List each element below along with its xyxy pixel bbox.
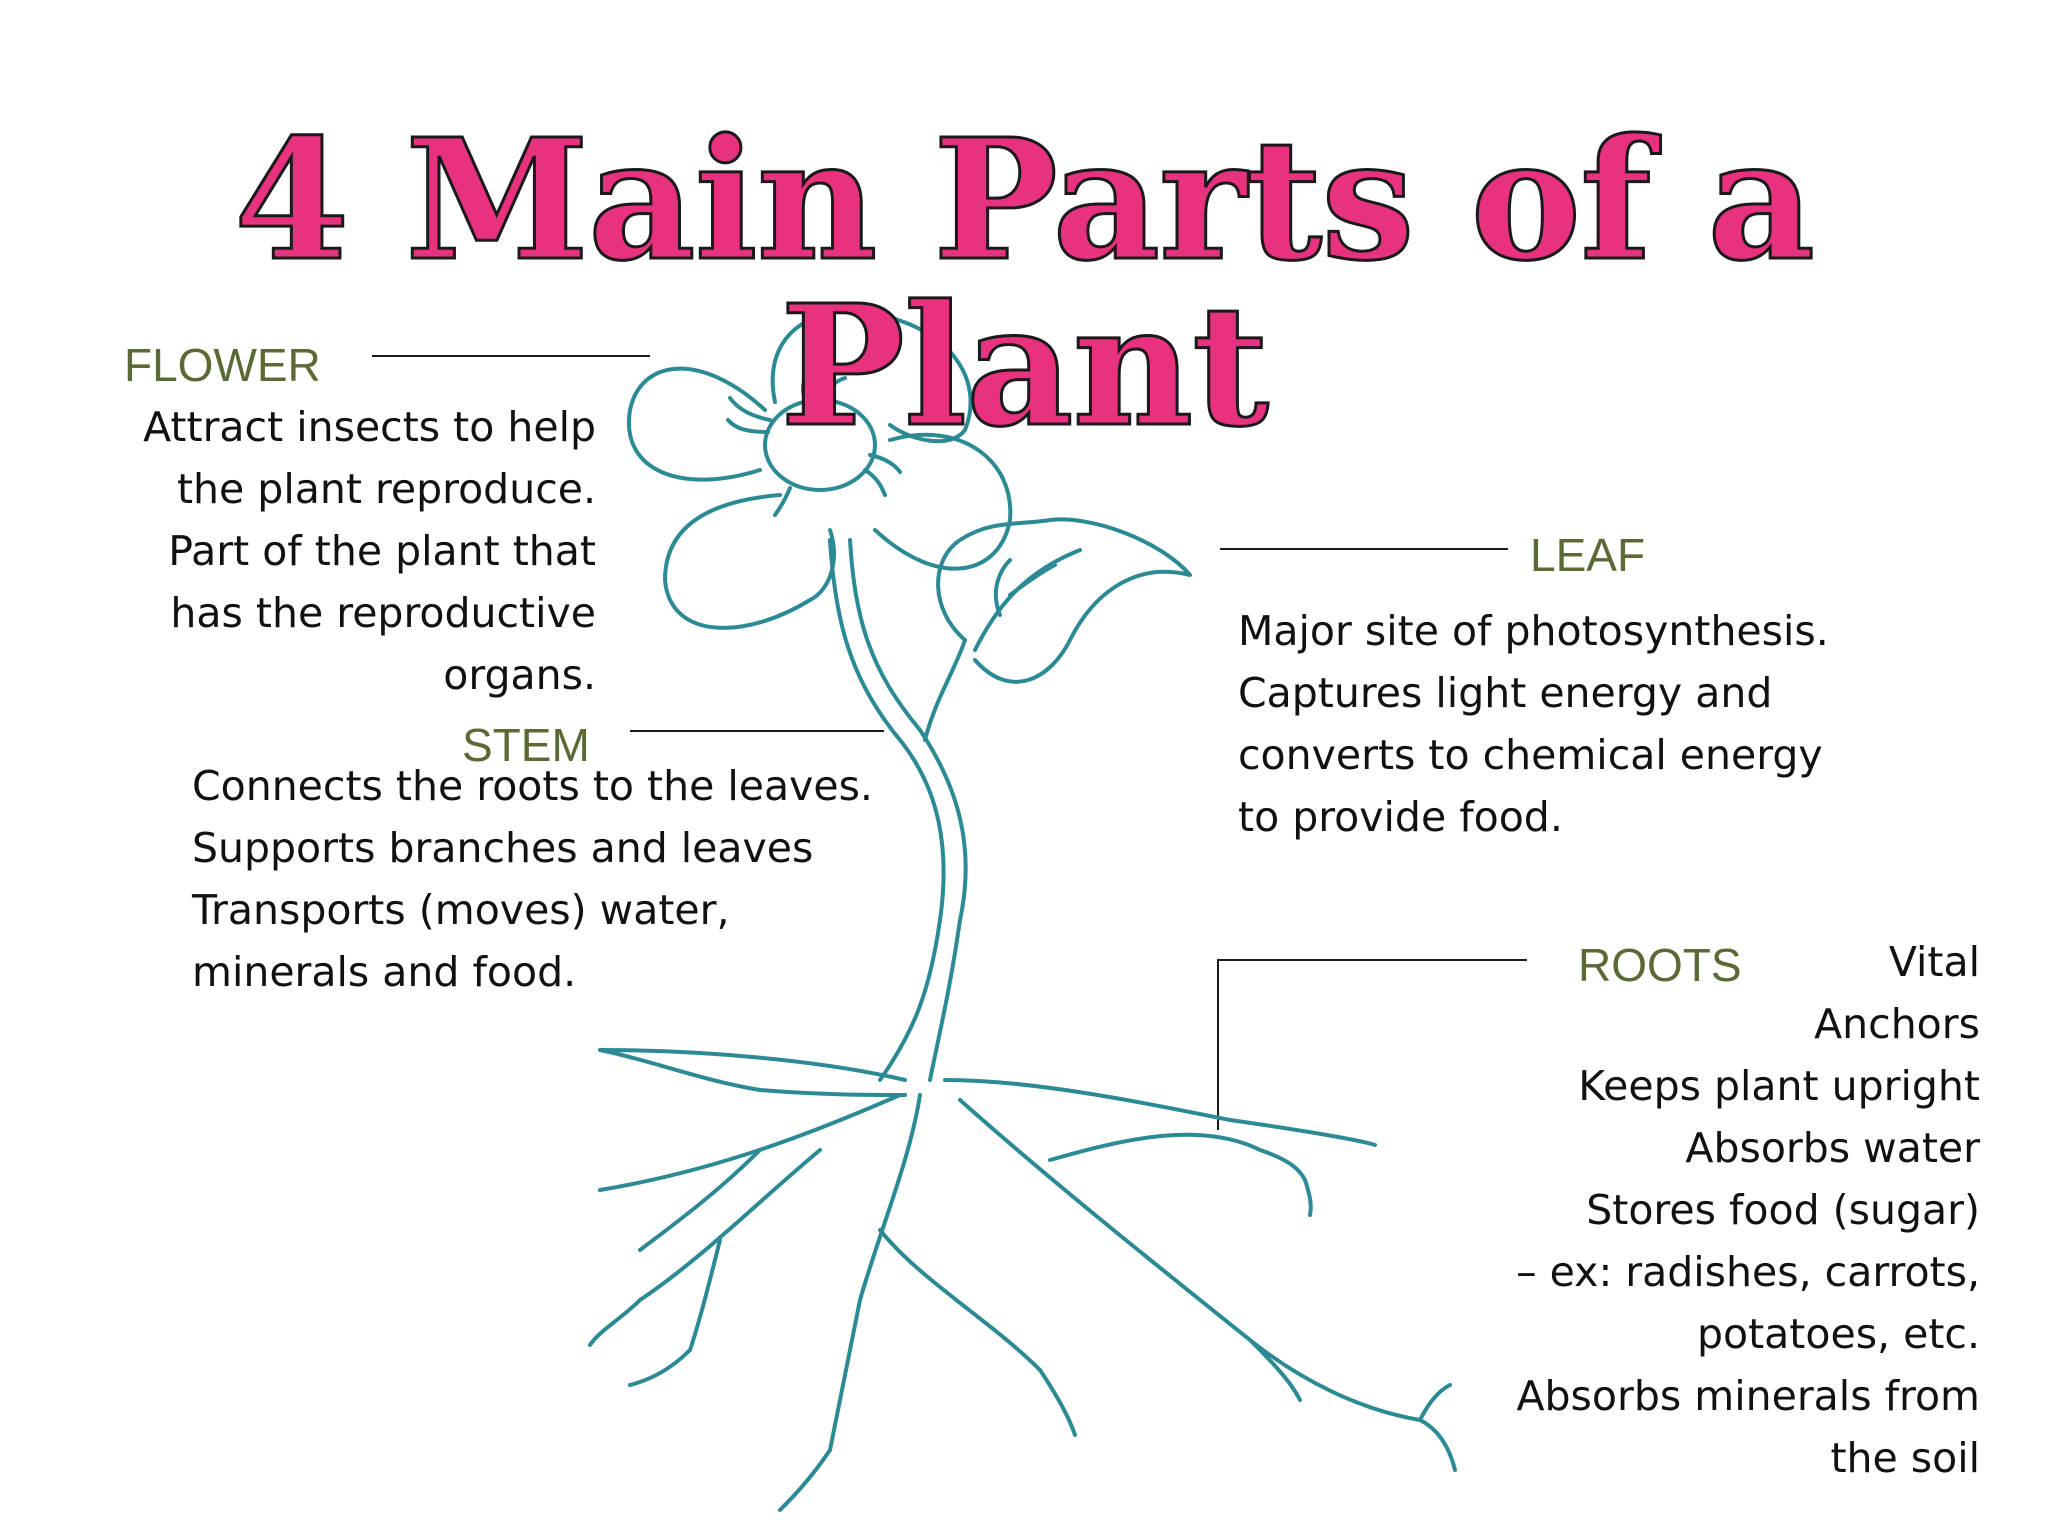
root-left-branch-1 xyxy=(638,1148,762,1252)
roots-desc-line: Vital xyxy=(1888,938,1980,986)
flower-center xyxy=(763,398,877,492)
root-right-branch xyxy=(1048,1132,1307,1182)
stamen-7 xyxy=(773,486,792,517)
leaf-label: LEAF xyxy=(1530,529,1646,581)
flower-petal-left xyxy=(626,366,767,482)
root-left-tip-2 xyxy=(588,1298,642,1347)
roots-description: Vital Anchors Keeps plant upright Absorb… xyxy=(1516,931,1980,1489)
roots-desc-line: – ex: radishes, carrots, xyxy=(1516,1248,1980,1296)
stem-desc-line: Transports (moves) water, xyxy=(192,886,730,934)
leaf-description: Major site of photosynthesis. Captures l… xyxy=(1238,600,1829,848)
stamen-5 xyxy=(868,453,902,474)
root-center-tip-1 xyxy=(778,1448,832,1512)
flower-description: Attract insects to help the plant reprod… xyxy=(143,396,596,706)
root-right-tip-2 xyxy=(1418,1418,1457,1472)
flower-desc-line: has the reproductive xyxy=(170,589,596,637)
stem-label: STEM xyxy=(462,719,590,771)
leaf-vein-branch-1 xyxy=(1008,563,1057,597)
leaf-desc-line: Major site of photosynthesis. xyxy=(1238,607,1829,655)
stamen-3 xyxy=(800,370,812,402)
root-right-main xyxy=(958,1098,1422,1422)
page-title: 4 Main Parts of a Plant xyxy=(233,103,1817,464)
root-right-tip-1 xyxy=(1418,1383,1452,1422)
root-left-branch-2 xyxy=(688,1238,722,1352)
flower-petal-top xyxy=(770,309,973,444)
root-left-branch-3 xyxy=(638,1148,822,1302)
plant-drawing xyxy=(588,309,1457,1512)
stem-desc-line: Connects the roots to the leaves. xyxy=(192,762,873,810)
root-right-tip-4 xyxy=(1303,1178,1313,1217)
leaf-blade xyxy=(936,517,1192,684)
root-top-left xyxy=(598,1048,907,1097)
leaf-vein xyxy=(973,548,1082,652)
flower-desc-line: the plant reproduce. xyxy=(176,465,596,513)
stem-desc-line: minerals and food. xyxy=(192,948,577,996)
leaf-stalk xyxy=(923,638,967,742)
leaf-desc-line: to provide food. xyxy=(1238,793,1563,841)
roots-desc-line: the soil xyxy=(1830,1434,1980,1482)
stem-description: Connects the roots to the leaves. Suppor… xyxy=(192,755,873,1003)
root-left-tip-1 xyxy=(628,1348,692,1387)
stem-line-left xyxy=(828,538,946,1082)
roots-desc-line: Keeps plant upright xyxy=(1578,1062,1980,1110)
root-center-tip-2 xyxy=(1038,1368,1077,1437)
stamen-1 xyxy=(728,396,772,422)
flower-desc-line: organs. xyxy=(443,651,596,699)
roots-desc-line: Absorbs water xyxy=(1685,1124,1980,1172)
leaf-desc-line: Captures light energy and xyxy=(1238,669,1773,717)
stamen-6 xyxy=(863,468,887,497)
flower-petal-bottom xyxy=(663,493,836,630)
roots-desc-line: Anchors xyxy=(1814,1000,1980,1048)
root-right-tip-3 xyxy=(1248,1338,1302,1402)
stamen-4 xyxy=(823,376,847,400)
root-main-left xyxy=(598,1093,902,1192)
stem-line-right xyxy=(848,538,968,1082)
roots-leader-line xyxy=(1217,959,1527,1130)
flower-desc-line: Attract insects to help xyxy=(143,403,596,451)
leaf-vein-branch-2 xyxy=(993,558,1012,617)
roots-desc-line: potatoes, etc. xyxy=(1697,1310,1980,1358)
roots-label: ROOTS xyxy=(1578,939,1742,991)
leaf-desc-line: converts to chemical energy xyxy=(1238,731,1823,779)
flower-petal-right xyxy=(873,432,1013,571)
flower-label: FLOWER xyxy=(124,339,321,391)
roots-desc-line: Stores food (sugar) xyxy=(1586,1186,1980,1234)
root-center-branch xyxy=(878,1228,1042,1372)
stamen-2 xyxy=(726,418,770,434)
root-top-right xyxy=(943,1078,1377,1147)
root-center-down xyxy=(828,1093,922,1452)
roots-desc-line: Absorbs minerals from xyxy=(1516,1372,1980,1420)
stem-desc-line: Supports branches and leaves xyxy=(192,824,814,872)
flower-desc-line: Part of the plant that xyxy=(168,527,596,575)
